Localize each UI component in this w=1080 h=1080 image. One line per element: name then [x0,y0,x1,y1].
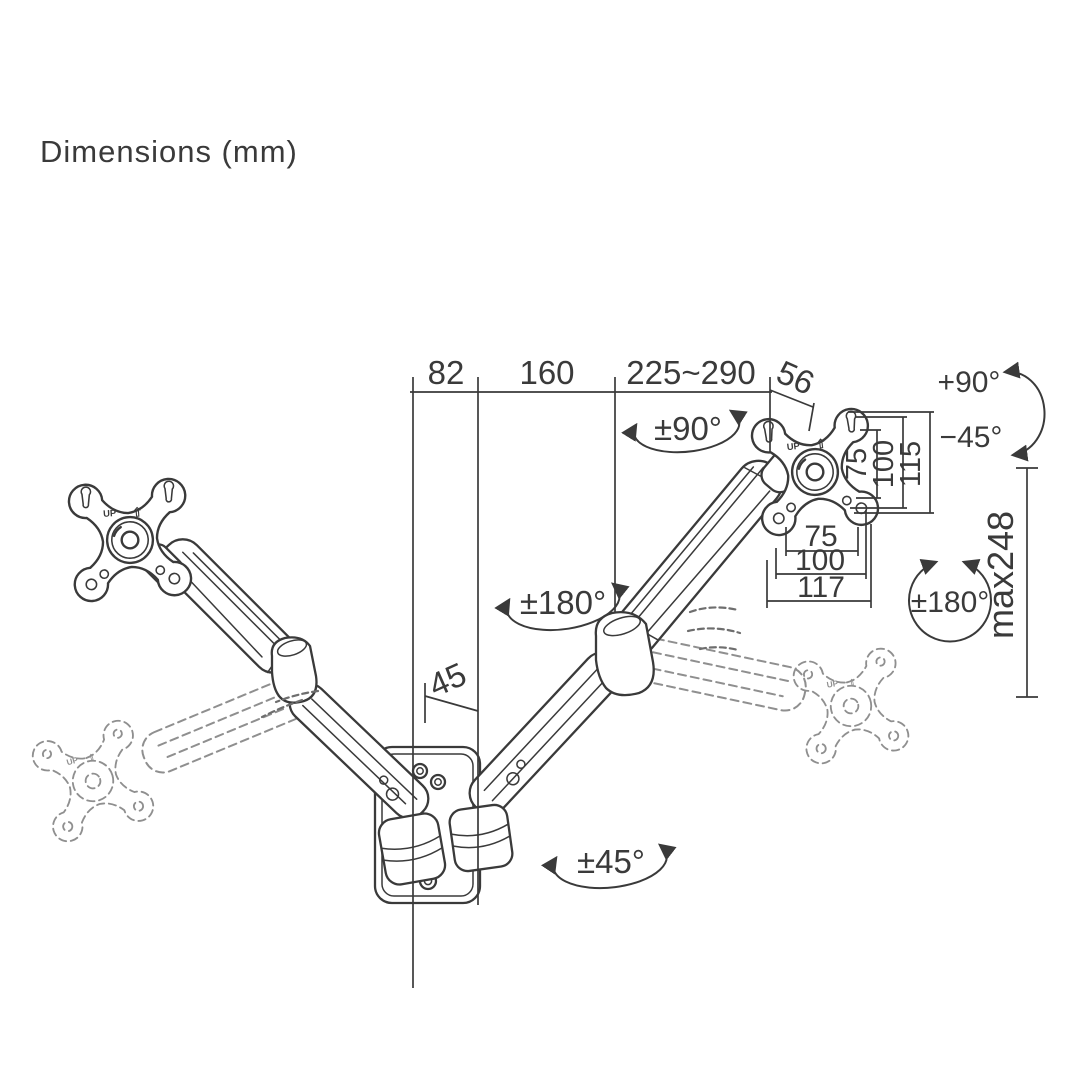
angle-elbow-rotation: ±180° [520,584,606,621]
dim-wall-plate-45: 45 [423,655,472,704]
left-elbow-joint [270,636,318,704]
right-base-joint [448,803,514,873]
dim-max248: max248 [980,511,1021,639]
ghost-left-arm [141,678,307,774]
ghost-left-vesa-plate: UP ⇧ [31,719,155,843]
dim-56: 56 [771,353,820,402]
left-vesa-plate: UP ⇧ [67,477,193,603]
angle-arm-swivel: ±90° [654,410,722,447]
dim-vesa-h-75: 75 [804,520,837,553]
ghost-right-arm [617,634,807,712]
dim-vesa-v-115: 115 [895,441,927,487]
dim-vesa-v-100: 100 [868,440,900,488]
dim-160: 160 [519,354,574,391]
ghost-up-arrow-icon: ⇧ [87,752,96,763]
ghost-up-marking: UP [66,755,80,767]
left-base-joint [377,812,447,886]
dim-82: 82 [428,354,465,391]
dimension-lines [410,377,1038,988]
ghost-overlap-marks [260,606,742,719]
up-arrow-icon: ⇧ [815,437,827,452]
right-elbow-joint [594,611,655,697]
right-vesa-plate: UP ⇧ [750,407,880,537]
up-marking: UP [103,508,117,519]
ghost-up-arrow-icon: ⇧ [848,678,856,688]
angle-base-swivel: ±45° [577,843,645,880]
angle-vesa-rotation: ±180° [911,586,990,619]
ghost-right-vesa-plate: UP ⇧ [792,647,910,765]
ghost-positions: UP ⇧ UP ⇧ [31,634,910,843]
ghost-up-marking: UP [826,679,839,690]
dim-vesa-h-117: 117 [797,571,845,604]
dim-vesa-h-100: 100 [795,544,845,577]
page-title: Dimensions (mm) [40,134,298,169]
up-arrow-icon: ⇧ [132,505,143,520]
dim-225-290: 225~290 [626,354,755,391]
angle-tilt-up: +90° [938,366,1001,399]
angle-tilt-down: −45° [940,421,1003,454]
dim-vesa-v-75: 75 [841,448,873,480]
up-marking: UP [786,441,800,453]
left-forearm [288,682,430,820]
angle-annotations [494,361,1046,890]
